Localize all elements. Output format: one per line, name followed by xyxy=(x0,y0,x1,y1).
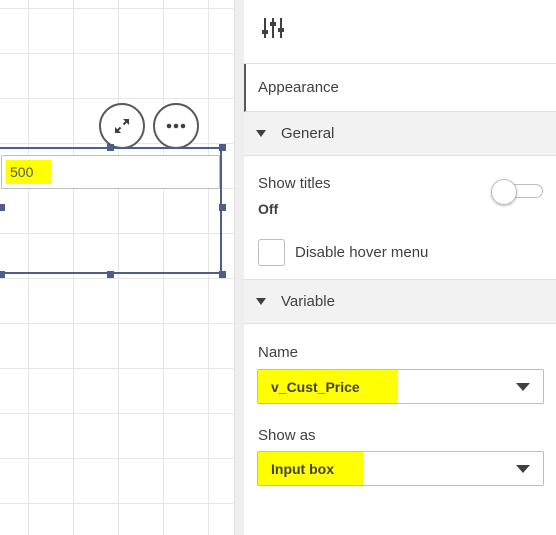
properties-sliders-icon[interactable] xyxy=(261,17,285,39)
more-options-icon xyxy=(166,123,186,129)
properties-panel: Appearance General Show titles Off Disab… xyxy=(244,0,556,535)
show-as-dropdown[interactable]: Input box xyxy=(257,451,544,486)
variable-name-value: v_Cust_Price xyxy=(271,379,360,395)
input-value: 500 xyxy=(6,160,51,184)
resize-handle-bottom-left[interactable] xyxy=(0,271,5,278)
triangle-down-icon xyxy=(256,130,266,137)
show-titles-state: Off xyxy=(258,201,279,217)
variable-input-box[interactable]: 500 xyxy=(1,155,220,189)
resize-handle-right[interactable] xyxy=(219,204,226,211)
panel-header xyxy=(244,0,556,64)
disable-hover-row: Disable hover menu xyxy=(244,228,556,280)
toggle-knob xyxy=(491,179,517,205)
general-header-label: General xyxy=(281,125,335,142)
disable-hover-label: Disable hover menu xyxy=(295,244,429,261)
expand-icon xyxy=(115,119,129,133)
sheet-canvas[interactable]: 500 xyxy=(0,0,234,535)
show-titles-label: Show titles xyxy=(258,175,331,192)
more-options-button[interactable] xyxy=(153,103,199,149)
appearance-label: Appearance xyxy=(258,79,339,96)
name-label: Name xyxy=(258,344,299,361)
variable-section-header[interactable]: Variable xyxy=(244,280,556,324)
resize-handle-top-right[interactable] xyxy=(219,144,226,151)
show-as-label: Show as xyxy=(258,427,316,444)
resize-handle-bottom[interactable] xyxy=(107,271,114,278)
resize-handle-bottom-right[interactable] xyxy=(219,271,226,278)
appearance-tab[interactable]: Appearance xyxy=(244,64,556,112)
general-section-header[interactable]: General xyxy=(244,112,556,156)
show-titles-toggle[interactable] xyxy=(491,179,544,205)
panel-divider xyxy=(234,0,244,535)
dropdown-caret-icon xyxy=(516,383,530,391)
dropdown-caret-icon xyxy=(516,465,530,473)
name-highlight xyxy=(258,370,398,403)
triangle-down-icon xyxy=(256,298,266,305)
show-as-highlight xyxy=(258,452,363,485)
disable-hover-checkbox[interactable] xyxy=(258,239,285,266)
show-as-value: Input box xyxy=(271,461,334,477)
show-titles-row: Show titles Off xyxy=(244,156,556,228)
resize-handle-top[interactable] xyxy=(107,144,114,151)
expand-button[interactable] xyxy=(99,103,145,149)
variable-name-dropdown[interactable]: v_Cust_Price xyxy=(257,369,544,404)
variable-header-label: Variable xyxy=(281,293,335,310)
resize-handle-left[interactable] xyxy=(0,204,5,211)
